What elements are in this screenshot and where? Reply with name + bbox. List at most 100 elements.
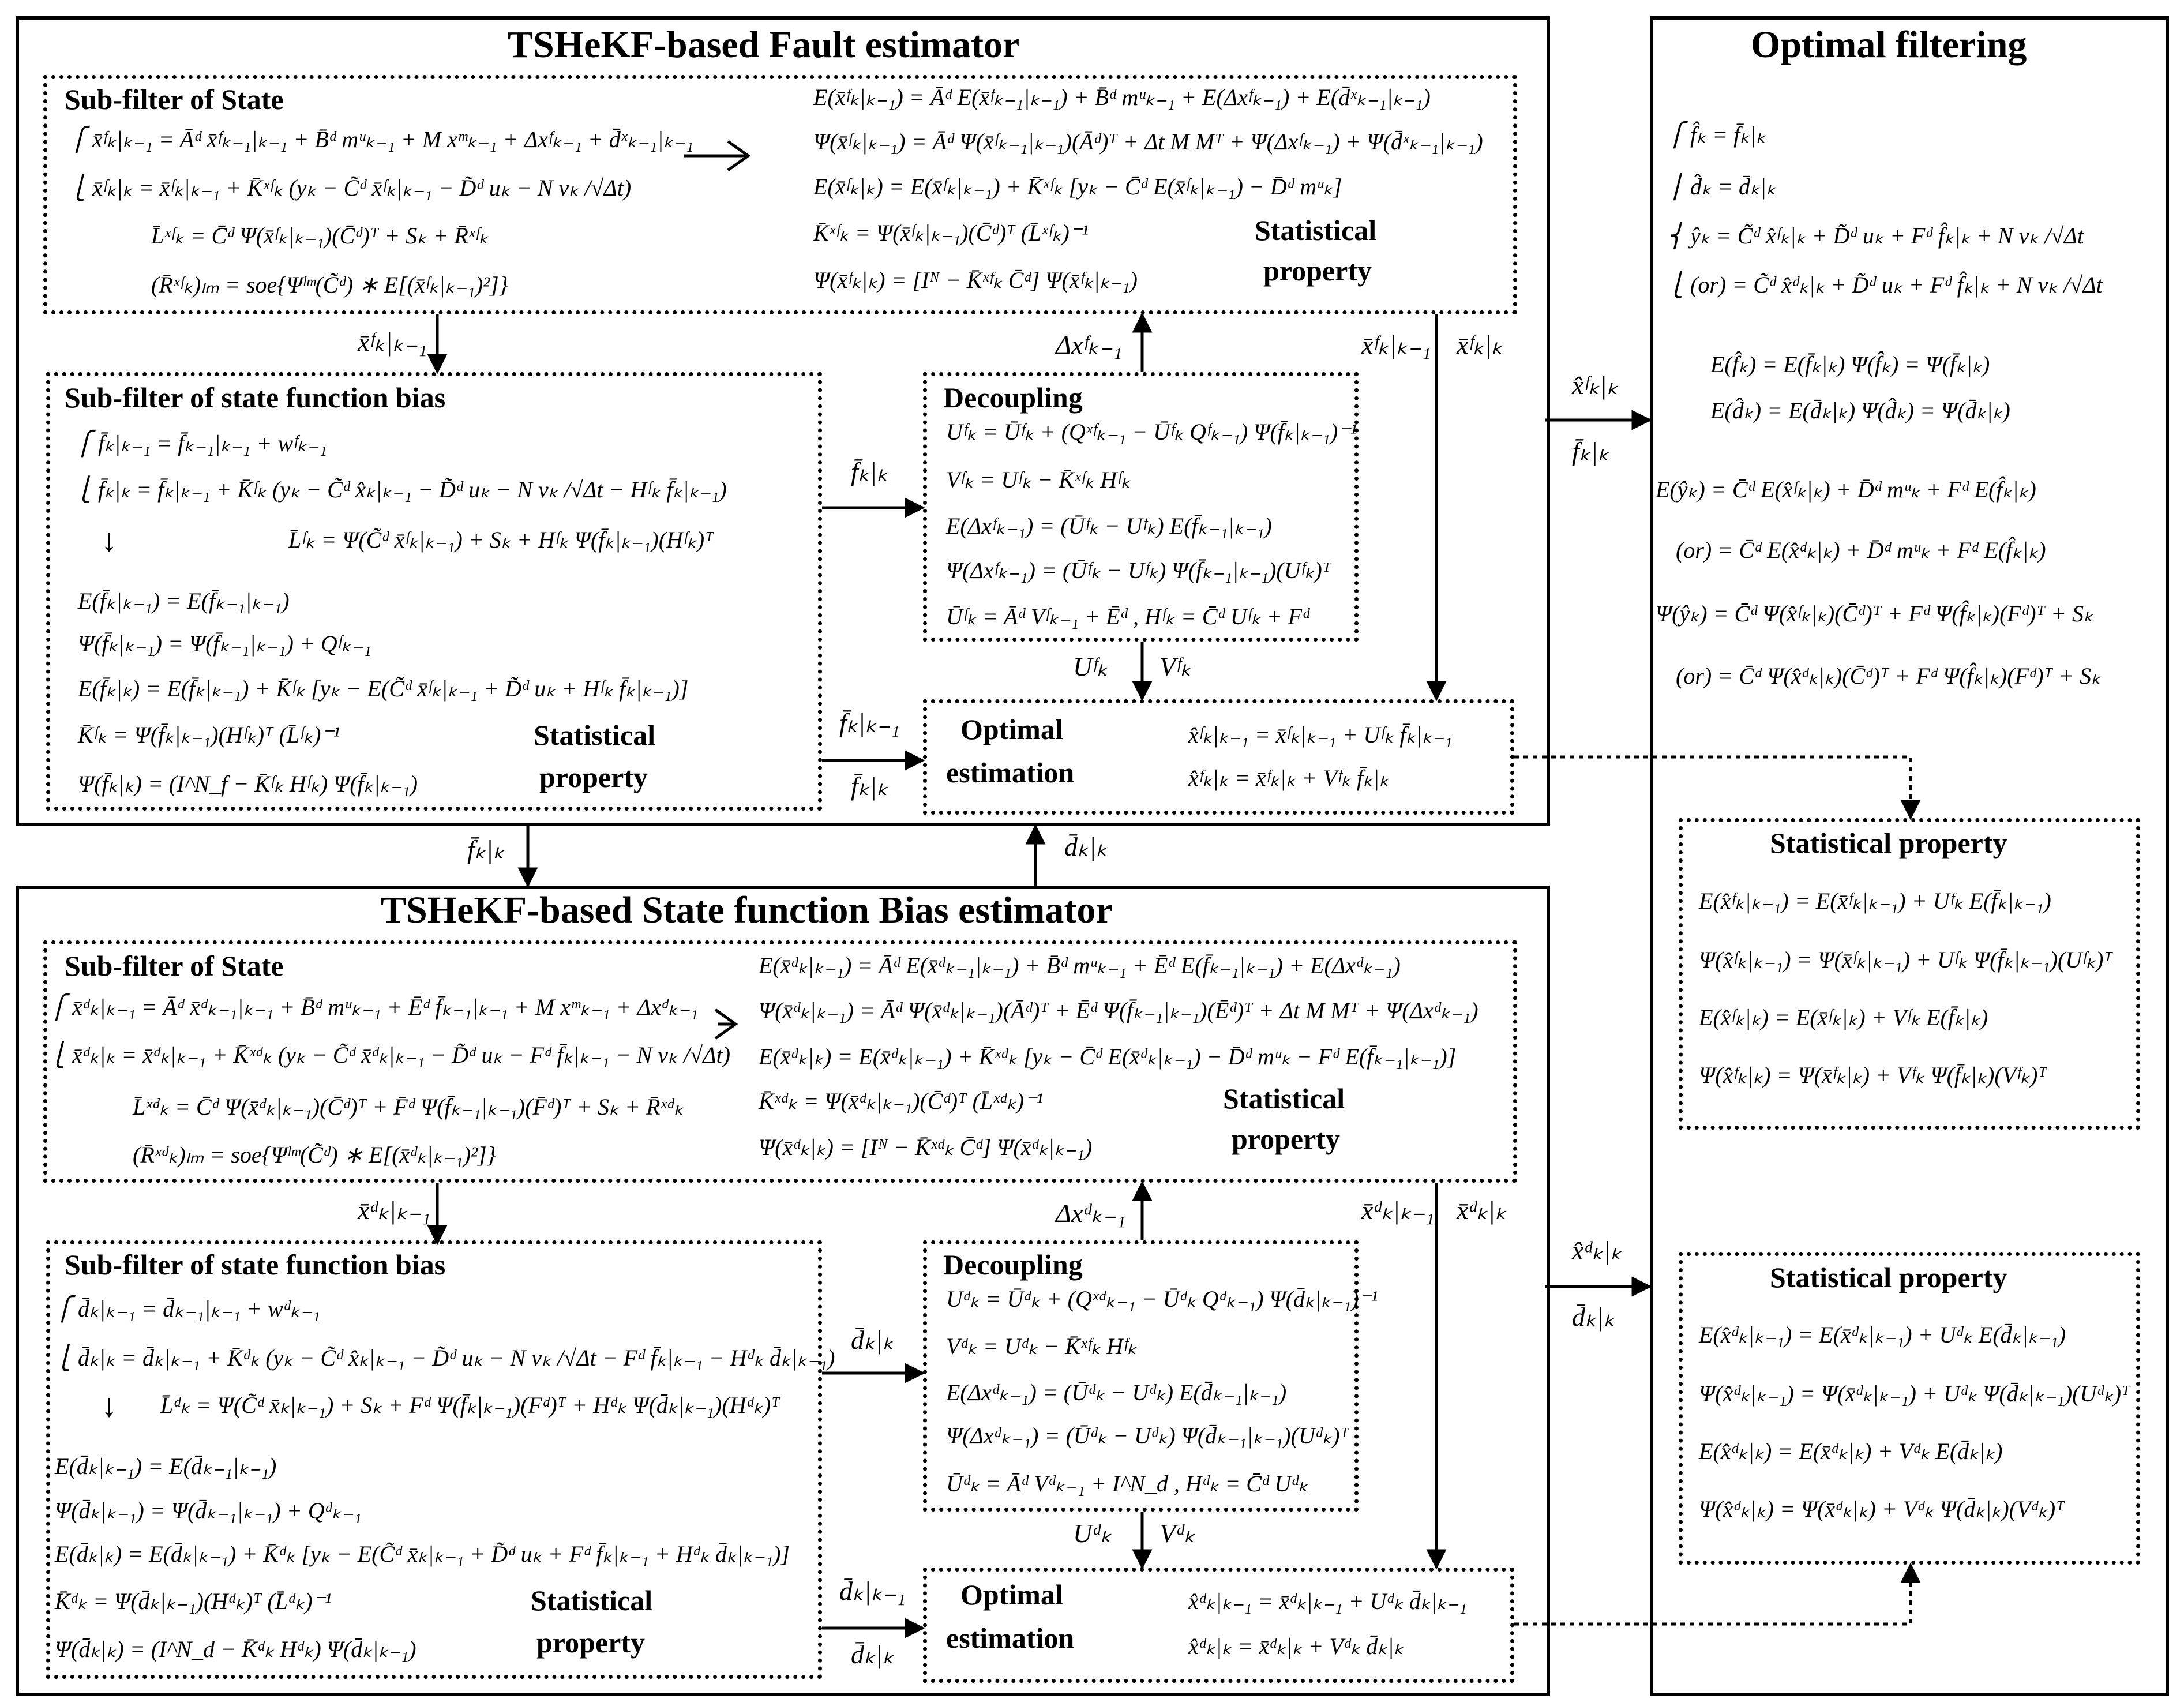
fault-bias-eq-4: Ψ(f̄ₖ|ₖ₋₁) = Ψ(f̄ₖ₋₁|ₖ₋₁) + Qᶠₖ₋₁	[78, 631, 371, 657]
bias-bias-stat-label-2: property	[536, 1626, 645, 1659]
bias-state-eq-r3: K̄ˣᵈₖ = Ψ(x̄ᵈₖ|ₖ₋₁)(C̄ᵈ)ᵀ (L̄ˣᵈₖ)⁻¹	[759, 1088, 1044, 1114]
fault-optimal-eq-0: x̂ᶠₖ|ₖ₋₁ = x̄ᶠₖ|ₖ₋₁ + Uᶠₖ f̄ₖ|ₖ₋₁	[1188, 722, 1453, 748]
bias-decoupling-eq-2: E(Δxᵈₖ₋₁) = (Ūᵈₖ − Uᵈₖ) E(d̄ₖ₋₁|ₖ₋₁)	[946, 1379, 1287, 1405]
fault-wire-f-upd2: f̄ₖ|ₖ	[851, 771, 888, 801]
fault-wire-dx: Δxᶠₖ₋₁	[1056, 330, 1123, 359]
bias-bias-eq-2: L̄ᵈₖ = Ψ(C̃ᵈ x̄ₖ|ₖ₋₁) + Sₖ + Fᵈ Ψ(f̄ₖ|ₖ₋…	[160, 1392, 780, 1418]
filtering-eq-6: E(ŷₖ) = C̄ᵈ E(x̂ᶠₖ|ₖ) + D̄ᵈ mᵘₖ + Fᵈ E(f…	[1656, 477, 2036, 503]
fault-optimal-title-1: Optimal	[960, 713, 1063, 745]
bias-bias-eq-6: K̄ᵈₖ = Ψ(d̄ₖ|ₖ₋₁)(Hᵈₖ)ᵀ (L̄ᵈₖ)⁻¹	[55, 1588, 332, 1614]
fault-bias-subfilter-title: Sub-filter of state function bias	[65, 381, 446, 414]
fault-wire-U: Uᶠₖ	[1073, 652, 1108, 681]
filtering-eq-8: Ψ(ŷₖ) = C̄ᵈ Ψ(x̂ᶠₖ|ₖ)(C̄ᵈ)ᵀ + Fᵈ Ψ(f̂ₖ|ₖ…	[1656, 601, 2094, 627]
fault-decoupling-eq-4: Ūᶠₖ = Āᵈ Vᶠₖ₋₁ + Ēᵈ , Hᶠₖ = C̄ᵈ Uᶠₖ + Fᵈ	[946, 603, 1309, 629]
bias-optimal-estimation	[923, 1568, 1514, 1683]
bias-wire-x-pred: x̄ᵈₖ|ₖ₋₁	[358, 1195, 431, 1225]
filtering-stat-f-eq-0: E(x̂ᶠₖ|ₖ₋₁) = E(x̄ᶠₖ|ₖ₋₁) + Uᶠₖ E(f̄ₖ|ₖ₋…	[1699, 888, 2051, 914]
fault-optimal-eq-1: x̂ᶠₖ|ₖ = x̄ᶠₖ|ₖ + Vᶠₖ f̄ₖ|ₖ	[1188, 765, 1390, 791]
dotted-link-bias	[1514, 1562, 1921, 1626]
bias-bias-eq-4: Ψ(d̄ₖ|ₖ₋₁) = Ψ(d̄ₖ₋₁|ₖ₋₁) + Qᵈₖ₋₁	[55, 1498, 362, 1524]
fault-wire-x-pred: x̄ᶠₖ|ₖ₋₁	[358, 327, 427, 357]
filtering-eq-9: (or) = C̄ᵈ Ψ(x̂ᵈₖ|ₖ)(C̄ᵈ)ᵀ + Fᵈ Ψ(f̂ₖ|ₖ)…	[1676, 663, 2102, 689]
fault-decoupling-eq-2: E(Δxᶠₖ₋₁) = (Ūᶠₖ − Uᶠₖ) E(f̄ₖ₋₁|ₖ₋₁)	[946, 513, 1272, 539]
fault-decoupling-eq-0: Uᶠₖ = Ūᶠₖ + (Qˣᶠₖ₋₁ − Ūᶠₖ Qᶠₖ₋₁) Ψ(f̄ₖ|ₖ…	[946, 419, 1357, 445]
fault-bias-eq-5: E(f̄ₖ|ₖ) = E(f̄ₖ|ₖ₋₁) + K̄ᶠₖ [yₖ − E(C̃ᵈ…	[78, 676, 689, 702]
bias-wire-d-pred: d̄ₖ|ₖ₋₁	[839, 1576, 906, 1606]
bias-bias-eq-5: E(d̄ₖ|ₖ) = E(d̄ₖ|ₖ₋₁) + K̄ᵈₖ [yₖ − E(C̃ᵈ…	[55, 1541, 790, 1567]
bias-state-subfilter-title: Sub-filter of State	[65, 950, 284, 982]
bias-wire-d-upd: d̄ₖ|ₖ	[851, 1325, 894, 1355]
bias-state-eq-r2: E(x̄ᵈₖ|ₖ) = E(x̄ᵈₖ|ₖ₋₁) + K̄ˣᵈₖ [yₖ − C̄…	[759, 1044, 1457, 1070]
bias-state-eq-l1: ⎩ x̄ᵈₖ|ₖ = x̄ᵈₖ|ₖ₋₁ + K̄ˣᵈₖ (yₖ − C̃ᵈ x̄…	[49, 1042, 731, 1068]
fault-wire-x-upd-r: x̄ᶠₖ|ₖ	[1457, 330, 1503, 359]
bias-bias-subfilter-title: Sub-filter of state function bias	[65, 1248, 446, 1281]
fault-estimator-title: TSHeKF-based Fault estimator	[508, 24, 1020, 66]
filtering-stat-d-eq-1: Ψ(x̂ᵈₖ|ₖ₋₁) = Ψ(x̄ᵈₖ|ₖ₋₁) + Uᵈₖ Ψ(d̄ₖ|ₖ₋…	[1699, 1381, 2130, 1407]
bias-optimal-eq-1: x̂ᵈₖ|ₖ = x̄ᵈₖ|ₖ + Vᵈₖ d̄ₖ|ₖ	[1188, 1633, 1404, 1659]
fault-bias-eq-1: ⎩ f̄ₖ|ₖ = f̄ₖ|ₖ₋₁ + K̄ᶠₖ (yₖ − C̃ᵈ x̂ₖ|ₖ…	[75, 477, 727, 503]
side-top-fbar: f̄ₖ|ₖ	[1572, 437, 1609, 466]
fault-state-eq-r3: K̄ˣᶠₖ = Ψ(x̄ᶠₖ|ₖ₋₁)(C̄ᵈ)ᵀ (L̄ˣᶠₖ)⁻¹	[813, 220, 1089, 246]
fault-estimator-block	[16, 16, 1550, 826]
bias-wire-U: Uᵈₖ	[1073, 1518, 1112, 1548]
bias-wire-dx: Δxᵈₖ₋₁	[1056, 1198, 1126, 1228]
fault-bias-eq-2: L̄ᶠₖ = Ψ(C̃ᵈ x̄ᶠₖ|ₖ₋₁) + Sₖ + Hᶠₖ Ψ(f̄ₖ|…	[288, 527, 714, 553]
filtering-stat-d-eq-3: Ψ(x̂ᵈₖ|ₖ) = Ψ(x̄ᵈₖ|ₖ) + Vᵈₖ Ψ(d̄ₖ|ₖ)(Vᵈₖ…	[1699, 1496, 2065, 1522]
fault-bias-eq-0: ⎧ f̄ₖ|ₖ₋₁ = f̄ₖ₋₁|ₖ₋₁ + wᶠₖ₋₁	[75, 430, 328, 456]
bias-state-subfilter	[43, 940, 1517, 1183]
fault-state-eq-r0: E(x̄ᶠₖ|ₖ₋₁) = Āᵈ E(x̄ᶠₖ₋₁|ₖ₋₁) + B̄ᵈ mᵘₖ…	[813, 84, 1431, 110]
filtering-eq-3: ⎩ (or) = C̃ᵈ x̂ᵈₖ|ₖ + D̃ᵈ uₖ + Fᵈ f̂ₖ|ₖ …	[1667, 272, 2103, 298]
bias-decoupling	[923, 1240, 1359, 1512]
fault-state-eq-l1: ⎩ x̄ᶠₖ|ₖ = x̄ᶠₖ|ₖ₋₁ + K̄ˣᶠₖ (yₖ − C̃ᵈ x̄…	[69, 175, 632, 201]
bias-state-stat-label-2: property	[1232, 1123, 1340, 1155]
bias-decoupling-eq-0: Uᵈₖ = Ūᵈₖ + (Qˣᵈₖ₋₁ − Ūᵈₖ Qᵈₖ₋₁) Ψ(d̄ₖ|ₖ…	[946, 1286, 1378, 1312]
filtering-stat-d	[1679, 1252, 2140, 1565]
bias-optimal-title-1: Optimal	[960, 1578, 1063, 1611]
dotted-link-fault	[1514, 755, 1921, 820]
bias-decoupling-eq-4: Ūᵈₖ = Āᵈ Vᵈₖ₋₁ + I^N_d , Hᵈₖ = C̄ᵈ Uᵈₖ	[946, 1471, 1308, 1497]
fault-decoupling	[923, 372, 1359, 642]
bias-estimator-block	[16, 886, 1550, 1696]
bias-wire-x-upd-r: x̄ᵈₖ|ₖ	[1457, 1195, 1507, 1225]
fault-state-stat-label-2: property	[1263, 254, 1372, 287]
filtering-stat-f	[1679, 818, 2140, 1130]
between-f-down: f̄ₖ|ₖ	[467, 835, 505, 864]
bias-state-eq-r0: E(x̄ᵈₖ|ₖ₋₁) = Āᵈ E(x̄ᵈₖ₋₁|ₖ₋₁) + B̄ᵈ mᵘₖ…	[759, 953, 1401, 978]
filtering-stat-f-eq-3: Ψ(x̂ᶠₖ|ₖ) = Ψ(x̄ᶠₖ|ₖ) + Vᶠₖ Ψ(f̄ₖ|ₖ)(Vᶠₖ…	[1699, 1062, 2047, 1088]
filtering-eq-0: ⎧ f̂ₖ = f̄ₖ|ₖ	[1667, 122, 1766, 148]
bias-bias-eq-7: Ψ(d̄ₖ|ₖ) = (I^N_d − K̄ᵈₖ Hᵈₖ) Ψ(d̄ₖ|ₖ₋₁)	[55, 1636, 416, 1662]
filtering-eq-7: (or) = C̄ᵈ E(x̂ᵈₖ|ₖ) + D̄ᵈ mᵘₖ + Fᵈ E(f̂…	[1676, 537, 2046, 563]
bias-bias-eq-0: ⎧ d̄ₖ|ₖ₋₁ = d̄ₖ₋₁|ₖ₋₁ + wᵈₖ₋₁	[55, 1296, 321, 1322]
arrow-right-head-bias	[714, 1008, 738, 1040]
optimal-filtering-block	[1650, 16, 2169, 1696]
fault-state-eq-l0: ⎧ x̄ᶠₖ|ₖ₋₁ = Āᵈ x̄ᶠₖ₋₁|ₖ₋₁ + B̄ᵈ mᵘₖ₋₁ +…	[69, 126, 694, 152]
filtering-eq-5: E(d̂ₖ) = E(d̄ₖ|ₖ) Ψ(d̂ₖ) = Ψ(d̄ₖ|ₖ)	[1710, 398, 2010, 423]
fault-state-stat-label-1: Statistical	[1255, 214, 1377, 246]
filtering-stat-f-eq-1: Ψ(x̂ᶠₖ|ₖ₋₁) = Ψ(x̄ᶠₖ|ₖ₋₁) + Uᶠₖ Ψ(f̄ₖ|ₖ₋…	[1699, 947, 2112, 973]
fault-bias-stat-label-1: Statistical	[534, 719, 656, 751]
fault-state-eq-r2: E(x̄ᶠₖ|ₖ) = E(x̄ᶠₖ|ₖ₋₁) + K̄ˣᶠₖ [yₖ − C̄…	[813, 174, 1342, 200]
fault-decoupling-eq-3: Ψ(Δxᶠₖ₋₁) = (Ūᶠₖ − Uᶠₖ) Ψ(f̄ₖ₋₁|ₖ₋₁)(Uᶠₖ…	[946, 557, 1331, 583]
bias-decoupling-eq-3: Ψ(Δxᵈₖ₋₁) = (Ūᵈₖ − Uᵈₖ) Ψ(d̄ₖ₋₁|ₖ₋₁)(Uᵈₖ…	[946, 1423, 1349, 1449]
filtering-eq-1: ⎪ d̂ₖ = d̄ₖ|ₖ	[1667, 174, 1777, 200]
fault-bias-eq-7: Ψ(f̄ₖ|ₖ) = (I^N_f − K̄ᶠₖ Hᶠₖ) Ψ(f̄ₖ|ₖ₋₁)	[78, 771, 418, 797]
bias-bias-arrow: ↓	[101, 1388, 117, 1424]
fault-state-subfilter-title: Sub-filter of State	[65, 83, 284, 115]
fault-state-eq-r1: Ψ(x̄ᶠₖ|ₖ₋₁) = Āᵈ Ψ(x̄ᶠₖ₋₁|ₖ₋₁)(Āᵈ)ᵀ + Δt…	[813, 129, 1483, 155]
bias-state-stat-label-1: Statistical	[1223, 1082, 1345, 1115]
bias-optimal-eq-0: x̂ᵈₖ|ₖ₋₁ = x̄ᵈₖ|ₖ₋₁ + Uᵈₖ d̄ₖ|ₖ₋₁	[1188, 1588, 1467, 1614]
side-bot-xhat: x̂ᵈₖ|ₖ	[1572, 1236, 1622, 1265]
bias-bias-stat-label-1: Statistical	[531, 1584, 653, 1617]
fault-bias-eq-3: E(f̄ₖ|ₖ₋₁) = E(f̄ₖ₋₁|ₖ₋₁)	[78, 588, 290, 614]
fault-state-eq-l2: L̄ˣᶠₖ = C̄ᵈ Ψ(x̄ᶠₖ|ₖ₋₁)(C̄ᵈ)ᵀ + Sₖ + R̄ˣ…	[151, 223, 489, 249]
fault-bias-subfilter	[46, 372, 822, 811]
fault-bias-stat-label-2: property	[539, 761, 648, 793]
filtering-stat-f-eq-2: E(x̂ᶠₖ|ₖ) = E(x̄ᶠₖ|ₖ) + Vᶠₖ E(f̄ₖ|ₖ)	[1699, 1004, 1988, 1030]
bias-bias-eq-1: ⎩ d̄ₖ|ₖ = d̄ₖ|ₖ₋₁ + K̄ᵈₖ (yₖ − C̃ᵈ x̂ₖ|ₖ…	[55, 1345, 835, 1371]
fault-state-eq-l3: (R̄ˣᶠₖ)ₗₘ = soe{Ψˡᵐ(C̃ᵈ) ∗ E[(x̄ᶠₖ|ₖ₋₁)²…	[151, 272, 508, 298]
bias-bias-subfilter	[46, 1240, 822, 1679]
filtering-stat-d-eq-2: E(x̂ᵈₖ|ₖ) = E(x̄ᵈₖ|ₖ) + Vᵈₖ E(d̄ₖ|ₖ)	[1699, 1438, 2003, 1464]
bias-state-eq-r1: Ψ(x̄ᵈₖ|ₖ₋₁) = Āᵈ Ψ(x̄ᵈₖ|ₖ₋₁)(Āᵈ)ᵀ + Ēᵈ Ψ…	[759, 998, 1478, 1023]
